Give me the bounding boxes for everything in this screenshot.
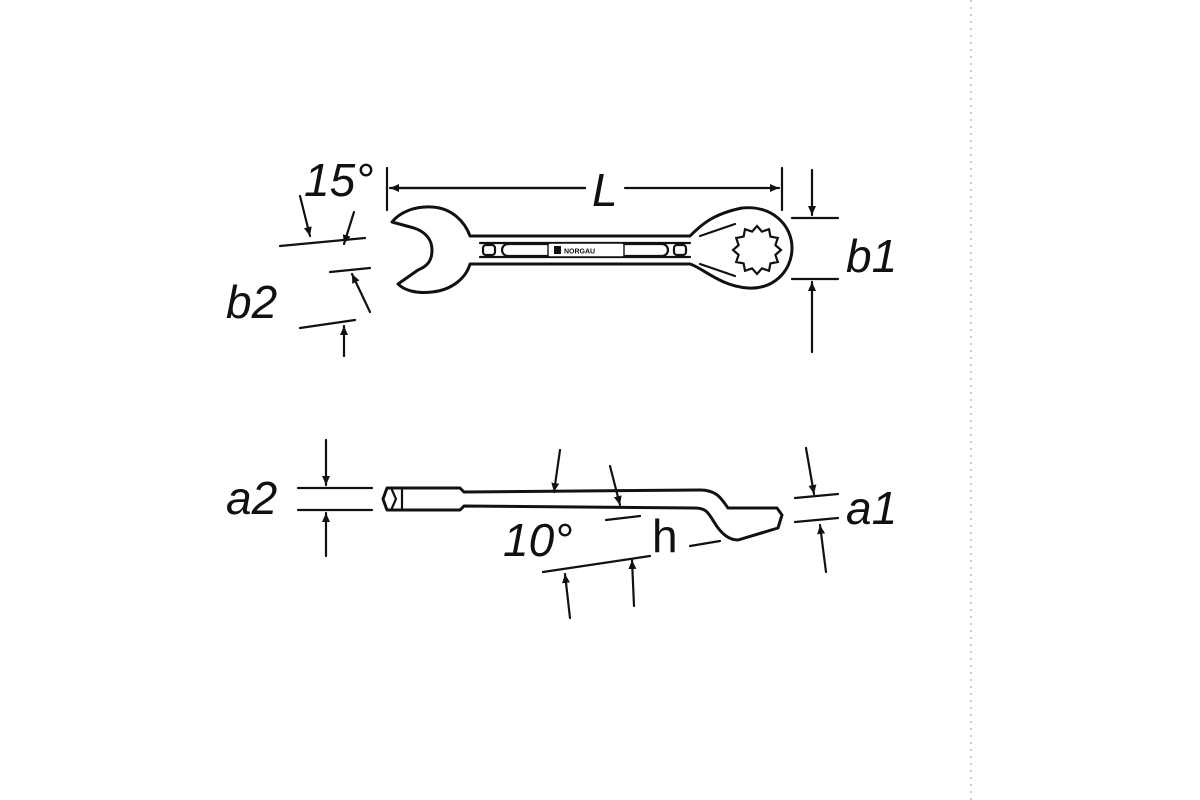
dimension-h: h bbox=[541, 510, 722, 620]
wrench-side-outline bbox=[381, 486, 784, 542]
dimension-b1: b1 bbox=[790, 168, 897, 354]
brand-text: NORGAU bbox=[564, 249, 595, 256]
ring-thickness-label: a1 bbox=[846, 482, 897, 534]
length-label: L bbox=[592, 164, 618, 216]
open-thickness-label: a2 bbox=[226, 472, 277, 524]
brand-plate bbox=[547, 242, 625, 258]
brand-logo-mark bbox=[554, 246, 561, 254]
ring-width-label: b1 bbox=[846, 230, 897, 282]
handle-slot-right bbox=[672, 243, 688, 257]
angle-10-dimension: 10° bbox=[503, 448, 642, 566]
angle-15-label: 15° bbox=[304, 154, 374, 206]
handle-slot-left bbox=[481, 243, 497, 257]
side-jaw-detail bbox=[390, 488, 404, 510]
wrench-side-view bbox=[381, 486, 784, 542]
ring-12-point bbox=[731, 224, 783, 276]
ring-head-transition bbox=[698, 222, 737, 278]
offset-label: h bbox=[652, 510, 678, 562]
wrench-top-outline bbox=[390, 205, 794, 294]
dimension-b2: b2 bbox=[226, 236, 372, 358]
angle-10-label: 10° bbox=[503, 514, 573, 566]
open-width-label: b2 bbox=[226, 276, 277, 328]
dimension-a2: a2 bbox=[226, 438, 374, 558]
wrench-top-view: NORGAU bbox=[390, 205, 794, 294]
dimension-L: L bbox=[385, 164, 784, 216]
dimension-a1: a1 bbox=[793, 446, 897, 574]
angle-15-dimension: 15° bbox=[298, 154, 374, 246]
